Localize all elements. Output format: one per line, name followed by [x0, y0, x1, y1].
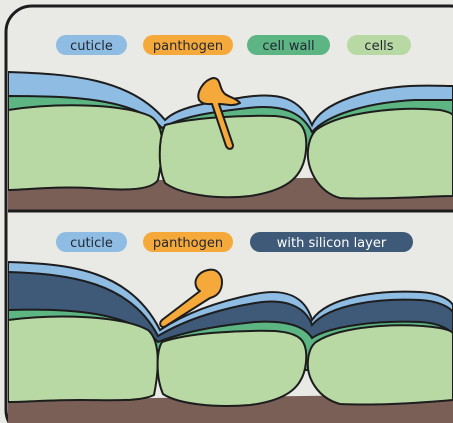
legend-item-pathogen: panthogen — [143, 232, 233, 252]
legend-label: panthogen — [153, 236, 223, 251]
legend-label: cuticle — [70, 236, 113, 251]
cell-2 — [160, 116, 307, 197]
cell-3 — [308, 325, 453, 404]
legend-item-cell-wall: cell wall — [247, 35, 330, 55]
cell-2 — [158, 331, 307, 406]
legend-item-pathogen: panthogen — [143, 35, 233, 55]
cell-3 — [308, 109, 453, 199]
cell-1 — [8, 105, 162, 190]
legend-label: cuticle — [70, 39, 113, 54]
legend-label: cells — [364, 39, 393, 54]
legend-label: cell wall — [262, 39, 314, 54]
cell-1 — [8, 317, 158, 402]
legend-label: with silicon layer — [277, 236, 387, 251]
legend-item-cuticle: cuticle — [56, 232, 127, 252]
legend-item-silicon-layer: with silicon layer — [250, 232, 413, 252]
legend-label: panthogen — [153, 39, 223, 54]
legend-item-cells: cells — [347, 35, 411, 55]
legend-item-cuticle: cuticle — [56, 35, 127, 55]
